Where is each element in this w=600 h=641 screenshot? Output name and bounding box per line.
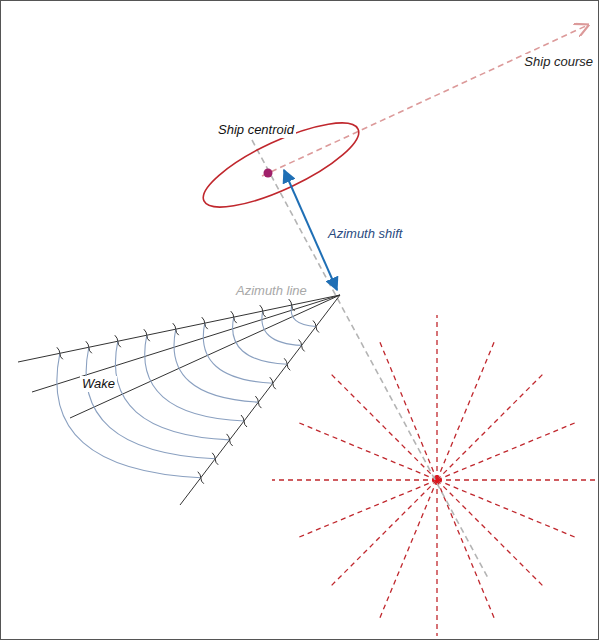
wake-wave	[291, 305, 316, 326]
ship-ellipse	[194, 107, 368, 222]
course-label: Ship course	[522, 54, 595, 70]
wake-cusp	[86, 341, 92, 353]
centroid-label: Ship centroid	[216, 122, 296, 138]
ship-centroid	[264, 169, 273, 178]
ray	[437, 341, 494, 480]
wake-wave	[262, 311, 302, 345]
wake-cusp	[260, 305, 266, 317]
wake-wave	[203, 323, 272, 383]
ray	[437, 423, 576, 480]
wake-cusp	[284, 358, 290, 370]
wake-cusp	[198, 472, 204, 484]
wake-cusp	[270, 377, 276, 389]
ray	[437, 374, 543, 480]
wake-cusp	[231, 311, 237, 323]
wake-line	[70, 295, 340, 418]
wake-cusp	[299, 339, 305, 351]
wake-cusp	[144, 329, 150, 341]
azimuth-label: Azimuth line	[234, 283, 309, 299]
wake-cusp	[289, 299, 295, 311]
wake-cusp	[241, 415, 247, 427]
wake-wave	[233, 317, 288, 364]
wake-wave	[145, 335, 244, 421]
wake-cusp	[255, 396, 261, 408]
ship-course	[262, 25, 588, 176]
wake-wave	[115, 341, 229, 440]
wake-cusp	[313, 321, 319, 333]
wake-cusp	[173, 323, 179, 335]
wake-cusp	[115, 335, 121, 347]
wake-cusp	[212, 453, 218, 465]
ray	[298, 423, 437, 480]
wake-cusp	[202, 317, 208, 329]
wake-wave	[57, 353, 201, 477]
ray	[437, 480, 576, 537]
ray	[437, 480, 494, 619]
wake-cusp	[57, 347, 63, 359]
ray	[331, 480, 437, 586]
wake	[18, 295, 340, 505]
ray	[298, 480, 437, 537]
ray	[331, 374, 437, 480]
azimuth-line	[252, 140, 488, 578]
ray	[380, 341, 437, 480]
wake-label: Wake	[80, 376, 117, 392]
wake-line	[18, 295, 340, 362]
ray	[272, 479, 437, 480]
ray	[436, 480, 437, 636]
starburst	[272, 315, 596, 636]
wake-wave	[174, 329, 258, 402]
wake-wave	[86, 347, 215, 459]
wake-cusp	[227, 434, 233, 446]
shift-label: Azimuth shift	[326, 226, 404, 242]
ray	[436, 315, 437, 480]
ray	[437, 480, 543, 586]
wake-line	[180, 295, 340, 505]
ray	[380, 480, 437, 619]
ray	[437, 479, 596, 480]
